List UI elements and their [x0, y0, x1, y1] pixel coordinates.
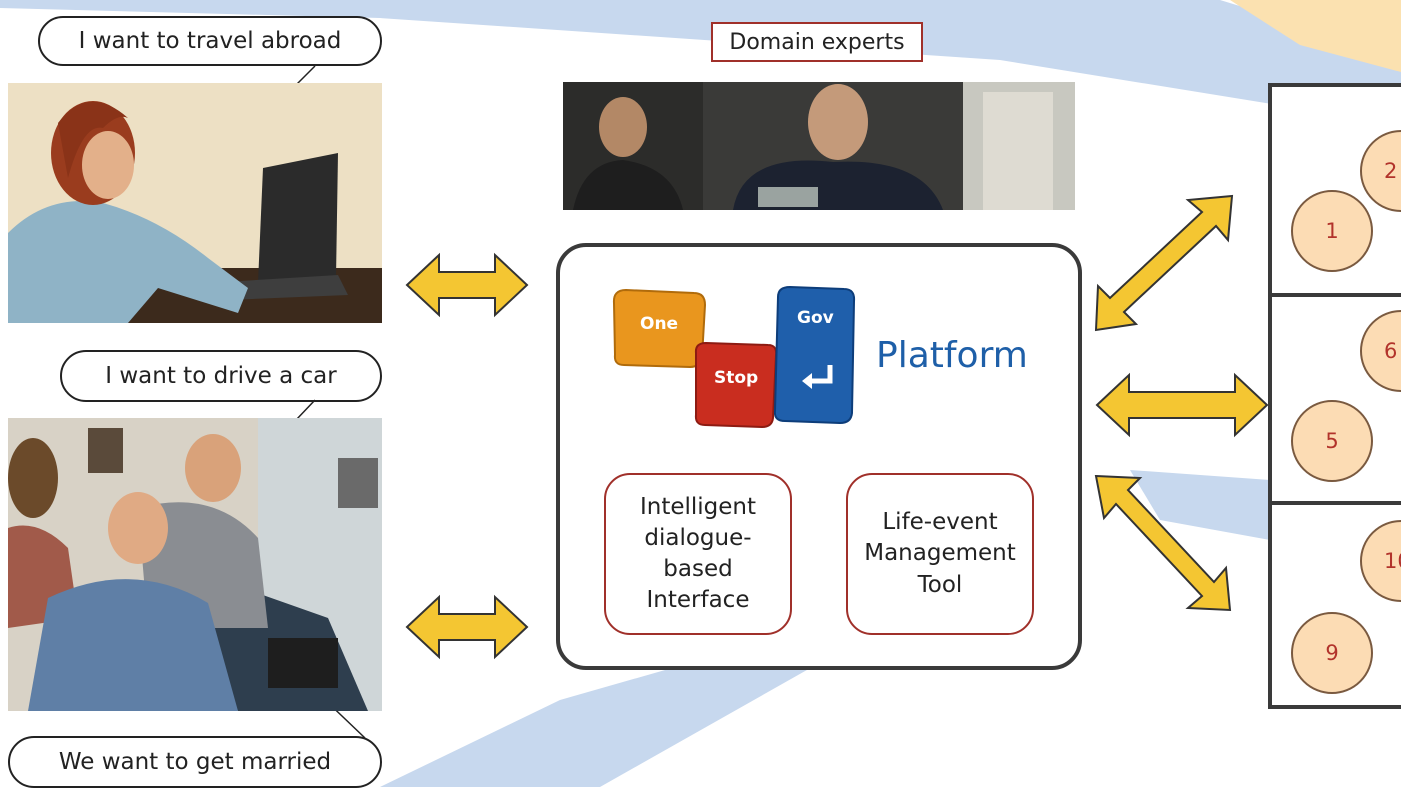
speech-bubble-drive: I want to drive a car [60, 350, 382, 402]
speech-bubble-travel: I want to travel abroad [38, 16, 382, 66]
key-gov: Gov [773, 285, 856, 425]
module-life-event-tool-text: Life-event Management Tool [864, 509, 1016, 598]
platform-title: Platform [876, 335, 1028, 376]
key-one-label: One [640, 314, 678, 334]
double-arrow-top-left [405, 252, 529, 318]
double-arrow-bottom-left [405, 594, 529, 660]
module-life-event-tool: Life-event Management Tool [846, 473, 1034, 635]
speech-bubble-drive-text: I want to drive a car [105, 363, 337, 389]
service-panel-1: 1 2 [1272, 87, 1401, 293]
service-node: 2 [1360, 130, 1401, 212]
key-gov-label: Gov [797, 308, 834, 328]
key-stop-label: Stop [714, 368, 758, 388]
photo-woman-laptop [8, 83, 382, 323]
service-node: 9 [1291, 612, 1373, 694]
key-stop: Stop [694, 341, 778, 429]
services-column: 1 2 5 6 9 10 [1268, 83, 1401, 709]
domain-experts-text: Domain experts [729, 29, 905, 55]
diagonal-arrow-down-right [1094, 474, 1232, 612]
panel-divider [1272, 501, 1401, 505]
double-arrow-right-middle [1095, 372, 1269, 438]
service-node: 5 [1291, 400, 1373, 482]
speech-bubble-married: We want to get married [8, 736, 382, 788]
service-node: 10 [1360, 520, 1401, 602]
key-one: One [612, 288, 707, 369]
service-node: 1 [1291, 190, 1373, 272]
photo-group-computer [8, 418, 382, 711]
module-dialogue-interface-text: Intelligent dialogue- based Interface [639, 493, 757, 614]
enter-arrow-icon [802, 373, 812, 389]
domain-experts-label: Domain experts [711, 22, 923, 62]
diagonal-arrow-up-right [1094, 194, 1234, 332]
speech-bubble-travel-text: I want to travel abroad [78, 28, 342, 54]
service-panel-3: 9 10 [1272, 505, 1401, 709]
speech-bubble-married-text: We want to get married [58, 749, 332, 775]
service-node: 6 [1360, 310, 1401, 392]
module-dialogue-interface: Intelligent dialogue- based Interface [604, 473, 792, 635]
photo-domain-experts [563, 82, 1075, 210]
service-panel-2: 5 6 [1272, 297, 1401, 501]
panel-divider [1272, 293, 1401, 297]
onestopgov-logo: One Stop Gov [612, 285, 856, 429]
